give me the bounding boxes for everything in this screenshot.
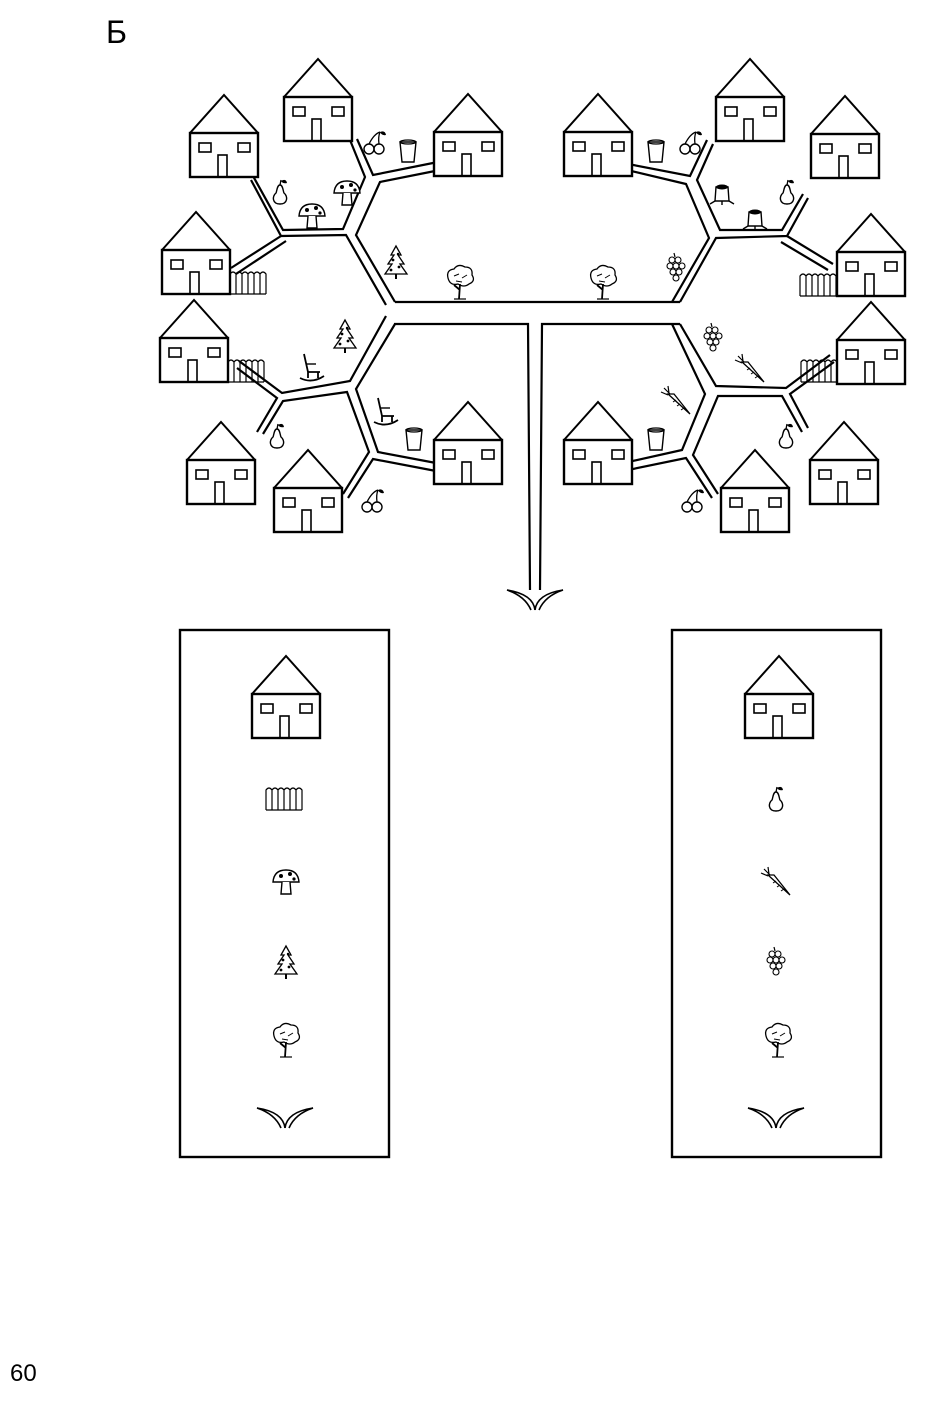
house-icon[interactable]: [432, 92, 504, 178]
legend-card-right: [670, 628, 883, 1159]
cherry-icon: [361, 488, 385, 513]
cherry-icon: [679, 130, 703, 155]
tree-icon: [589, 264, 618, 300]
section-letter: Б: [106, 14, 127, 50]
mushroom-icon: [298, 203, 326, 229]
road-network: [230, 138, 835, 591]
fir-tree-icon: [384, 245, 408, 280]
houses: [158, 57, 907, 534]
stump-icon: [709, 183, 735, 206]
stump-icon: [742, 208, 768, 231]
house-icon[interactable]: [432, 400, 504, 486]
pear-icon: [778, 423, 794, 449]
cherry-icon: [363, 130, 387, 155]
house-icon[interactable]: [562, 92, 634, 178]
landmarks: [269, 130, 795, 513]
cup-icon: [647, 427, 665, 451]
house-icon[interactable]: [160, 210, 232, 296]
cup-icon: [405, 427, 423, 451]
fence-icon: [800, 359, 838, 383]
house-icon[interactable]: [714, 57, 786, 143]
rocking-chair-icon: [299, 353, 325, 382]
tree-icon: [446, 264, 475, 300]
pear-icon: [779, 179, 795, 205]
house-icon[interactable]: [808, 420, 880, 506]
house-icon[interactable]: [809, 94, 881, 180]
mushroom-icon: [333, 180, 361, 206]
start-sprout-icon: [506, 589, 564, 611]
grapes-icon: [703, 322, 723, 352]
house-icon[interactable]: [835, 300, 907, 386]
house-icon[interactable]: [562, 400, 634, 486]
fir-tree-icon: [333, 319, 357, 354]
fence-icon: [227, 359, 265, 383]
house-icon[interactable]: [158, 298, 230, 384]
rocking-chair-icon: [373, 397, 399, 426]
fence-icon: [229, 271, 267, 295]
cherry-icon: [681, 488, 705, 513]
cup-icon: [399, 139, 417, 163]
house-icon[interactable]: [282, 57, 354, 143]
carrot-icon: [660, 385, 691, 415]
fence-icon: [799, 273, 837, 297]
pear-icon: [272, 179, 288, 205]
house-icon[interactable]: [272, 448, 344, 534]
pear-icon: [269, 423, 285, 449]
cup-icon: [647, 139, 665, 163]
carrot-icon: [734, 353, 765, 383]
house-icon[interactable]: [835, 212, 907, 298]
legend-card-left: [178, 628, 391, 1159]
house-icon[interactable]: [719, 448, 791, 534]
page-number: 60: [10, 1360, 37, 1387]
house-icon[interactable]: [185, 420, 257, 506]
grapes-icon: [666, 252, 686, 282]
house-icon[interactable]: [188, 93, 260, 179]
